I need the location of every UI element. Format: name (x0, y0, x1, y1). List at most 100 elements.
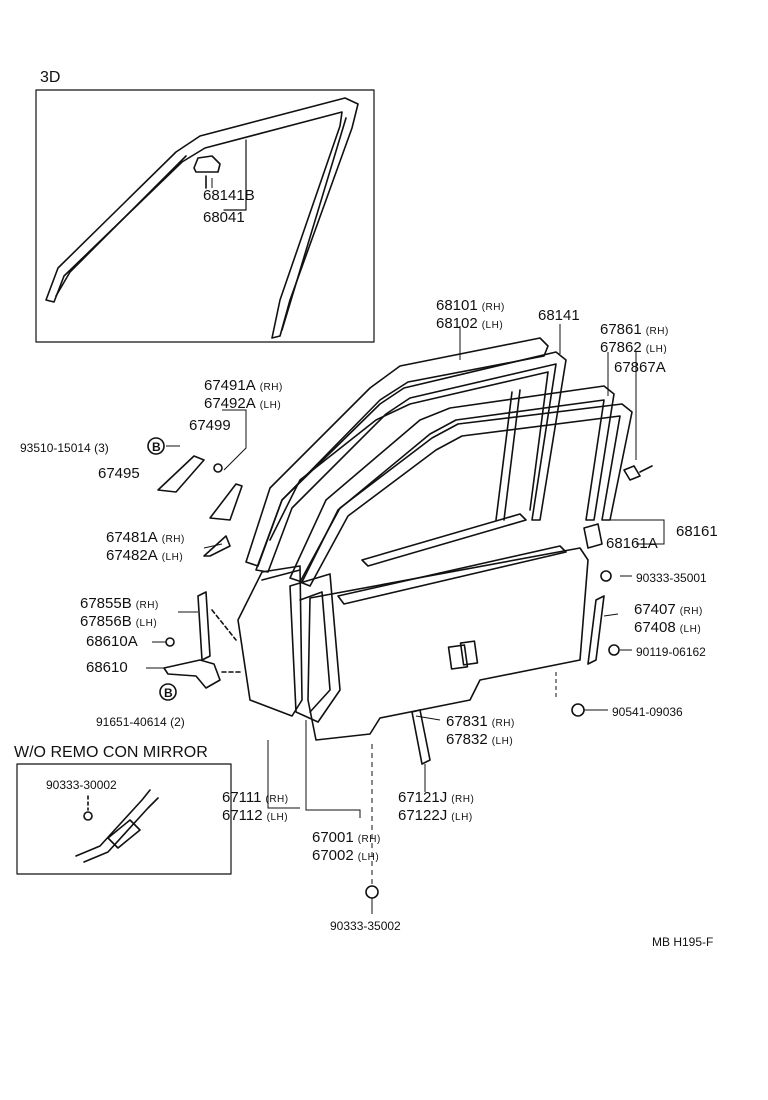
part-number: 67831 (446, 713, 488, 730)
part-label-67495: 67495 (98, 465, 140, 482)
quarter-window-67495 (157, 455, 243, 557)
part-number: 67491A (204, 377, 256, 394)
side-tag: (LH) (679, 624, 702, 635)
part-label-68610a: 68610A (86, 633, 138, 650)
side-tag: (LH) (266, 812, 289, 823)
part-label-68610: 68610 (86, 659, 128, 676)
part-number: 67112 (222, 807, 263, 824)
inset-3d-title: 3D (40, 69, 61, 86)
side-tag: (LH) (259, 400, 282, 411)
bracket-68161a (583, 523, 603, 549)
part-label-68161a: 68161A (606, 535, 658, 552)
glass-run-68141 (255, 351, 567, 573)
side-tag: (LH) (135, 618, 158, 629)
leader-lines (146, 178, 665, 914)
part-label-90541: 90541-09036 (612, 705, 683, 719)
part-number: 67855B (80, 595, 132, 612)
part-number: 67856B (80, 613, 132, 630)
side-tag: (RH) (161, 534, 185, 545)
side-tag: (RH) (259, 382, 283, 393)
part-label-68141b: 68141B (203, 187, 255, 204)
side-tag: (LH) (451, 812, 473, 823)
side-tag: (RH) (481, 302, 505, 313)
part-label-90333-35002: 90333-35002 (330, 919, 401, 933)
screw-90119 (608, 644, 620, 656)
part-number: 67482A (106, 547, 158, 564)
part-label-68141: 68141 (538, 307, 580, 324)
part-number: 67492A (204, 395, 256, 412)
clip-67867a (623, 465, 653, 481)
side-tag: (RH) (265, 794, 289, 805)
bolt-marker-circle-2 (159, 683, 177, 701)
part-label-67499: 67499 (189, 417, 231, 434)
belt-molding (337, 513, 567, 605)
part-label-68041: 68041 (203, 209, 245, 226)
part-label-91651: 91651-40614 (2) (96, 714, 185, 730)
bolt-marker-circle-1 (147, 437, 165, 455)
part-number: 67122J (398, 807, 448, 824)
bracket-67121j (411, 709, 431, 765)
part-number: 67002 (312, 847, 354, 864)
clip-68141b (193, 139, 247, 211)
quantity: (2) (170, 715, 185, 729)
diagram-code: MB H195-F (652, 935, 714, 949)
inset-3d-frame (35, 89, 375, 343)
part-label-68101: 68101(RH) 68102(LH) (436, 298, 505, 334)
part-label-67831: 67831(RH) 67832(LH) (446, 714, 515, 750)
clip-90541 (571, 703, 585, 717)
part-number: 67121J (398, 789, 448, 806)
wo-mirror-corner (75, 789, 159, 863)
bolt-marker-b-2: B (164, 686, 173, 700)
part-label-67491a: 67491A(RH) 67492A(LH) (204, 378, 283, 414)
clip-90333-35002 (365, 885, 379, 899)
inset-wo-frame (16, 763, 232, 875)
side-tag: (LH) (161, 552, 184, 563)
door-trim-67831 (307, 547, 589, 741)
side-tag: (LH) (645, 344, 668, 355)
part-label-90333-35001: 90333-35001 (636, 571, 707, 585)
side-tag: (RH) (491, 718, 515, 729)
part-number: 91651-40614 (96, 715, 167, 729)
molding-67407 (587, 595, 605, 665)
door-check-68610 (163, 659, 241, 689)
side-tag: (RH) (645, 326, 669, 337)
quantity: (3) (94, 441, 109, 455)
side-tag: (LH) (491, 736, 514, 747)
part-number: 67408 (634, 619, 676, 636)
part-label-67407: 67407(RH) 67408(LH) (634, 602, 703, 638)
part-label-68161: 68161 (676, 523, 718, 540)
part-number: 67861 (600, 321, 642, 338)
part-number: 93510-15014 (20, 441, 91, 455)
part-number: 67001 (312, 829, 354, 846)
part-number: 67832 (446, 731, 488, 748)
screw-68610a (165, 637, 175, 647)
part-label-67855b: 67855B(RH) 67856B(LH) (80, 596, 159, 632)
part-number: 68102 (436, 315, 478, 332)
part-label-67481a: 67481A(RH) 67482A(LH) (106, 530, 185, 566)
side-tag: (RH) (679, 606, 703, 617)
part-label-67111: 67111(RH) 67112(LH) (222, 790, 289, 826)
part-number: 68101 (436, 297, 478, 314)
door-frame-molding-3d (45, 97, 359, 339)
clip-90333-35001 (600, 570, 612, 582)
screw-67499 (213, 463, 223, 473)
part-number: 67862 (600, 339, 642, 356)
door-frame-weatherstrip-68101 (245, 337, 549, 567)
molding-67855b (197, 591, 237, 661)
part-number: 67407 (634, 601, 676, 618)
door-shell-67001 (237, 565, 341, 723)
side-tag: (RH) (135, 600, 159, 611)
part-label-93510: 93510-15014 (3) (20, 440, 109, 456)
part-number: 67481A (106, 529, 158, 546)
part-label-67867a: 67867A (614, 359, 666, 376)
part-number: 67111 (222, 789, 262, 806)
inset-wo-title: W/O REMO CON MIRROR (14, 744, 208, 761)
side-tag: (LH) (357, 852, 380, 863)
part-label-67121j: 67121J(RH) 67122J(LH) (398, 790, 474, 826)
part-label-90119: 90119-06162 (636, 645, 706, 659)
part-label-67861: 67861(RH) 67862(LH) (600, 322, 669, 358)
side-tag: (RH) (451, 794, 475, 805)
side-tag: (LH) (481, 320, 504, 331)
bolt-marker-b-1: B (152, 440, 161, 454)
